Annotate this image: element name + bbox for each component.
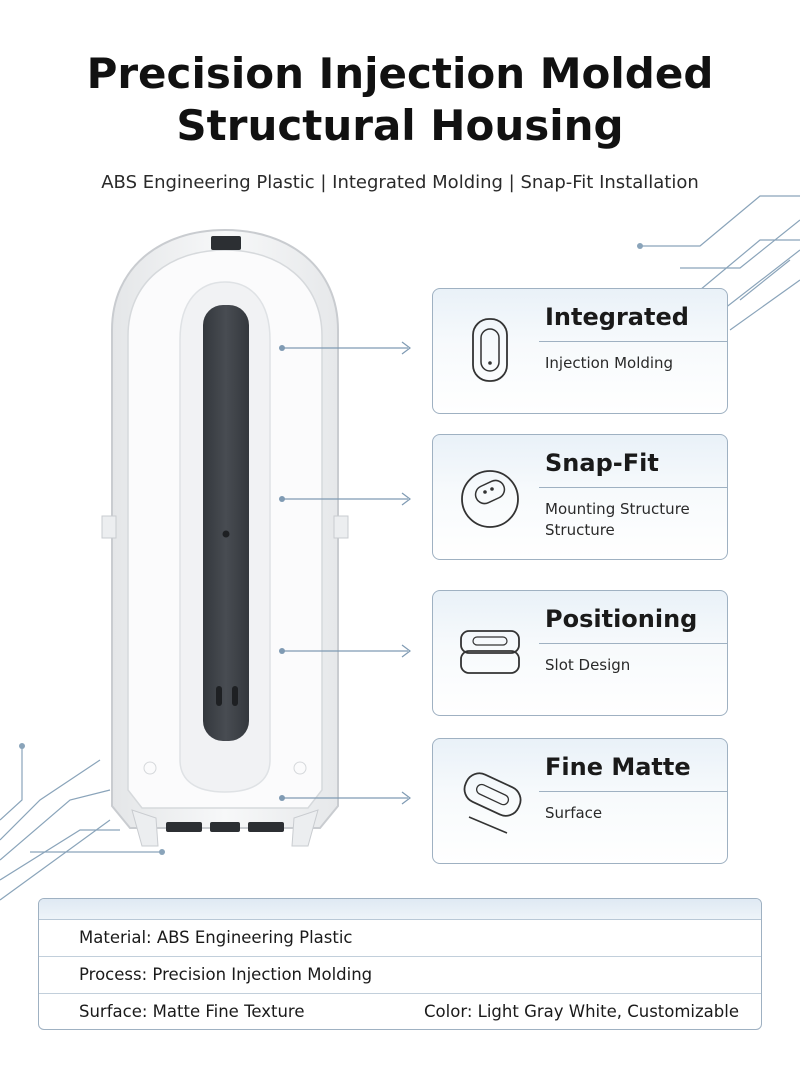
page-subtitle: ABS Engineering Plastic | Integrated Mol… (101, 172, 699, 193)
feature-card-integrated: Integrated Injection Molding (432, 288, 728, 414)
spec-label: Process: (79, 965, 148, 984)
spec-value: Matte Fine Texture (152, 1002, 305, 1021)
feature-card-positioning: Positioning Slot Design (432, 590, 728, 716)
title-line-1: Precision Injection Molded (86, 49, 714, 98)
feature-title: Fine Matte (545, 753, 691, 781)
spec-row-material: Material: ABS Engineering Plastic (39, 920, 761, 957)
spec-value: Precision Injection Molding (152, 965, 373, 984)
snap-clip-icon (461, 470, 519, 528)
slot-icon (460, 630, 520, 674)
title-line-2: Structural Housing (176, 101, 624, 150)
feature-subtitle: Slot Design (545, 656, 631, 674)
page-title: Precision Injection Molded Structural Ho… (0, 48, 800, 152)
feature-card-fine-matte: Fine Matte Surface (432, 738, 728, 864)
feature-title: Integrated (545, 303, 689, 331)
feature-subtitle: Surface (545, 804, 603, 822)
feature-subtitle: Mounting Structure Structure (545, 500, 690, 539)
inner-dark-bar (203, 305, 249, 741)
feature-card-snap-fit: Snap-Fit Mounting Structure Structure (432, 434, 728, 560)
housing-front-icon (472, 318, 508, 382)
spec-label: Color: (424, 1002, 473, 1021)
spec-label: Surface: (79, 1002, 148, 1021)
spec-row-process: Process: Precision Injection Molding (39, 957, 761, 994)
spec-color: Color: Light Gray White, Customizable (424, 994, 739, 1029)
spec-value: Light Gray White, Customizable (477, 1002, 739, 1021)
matte-panel-icon (463, 772, 522, 834)
spec-value: ABS Engineering Plastic (156, 928, 353, 947)
feature-title: Positioning (545, 605, 698, 633)
specs-table: Material: ABS Engineering Plastic Proces… (38, 898, 762, 1030)
feature-title: Snap-Fit (545, 449, 659, 477)
spec-label: Material: (79, 928, 152, 947)
feature-subtitle: Injection Molding (545, 354, 674, 372)
spec-row-surface: Surface: Matte Fine Texture Color: Light… (39, 994, 761, 1029)
